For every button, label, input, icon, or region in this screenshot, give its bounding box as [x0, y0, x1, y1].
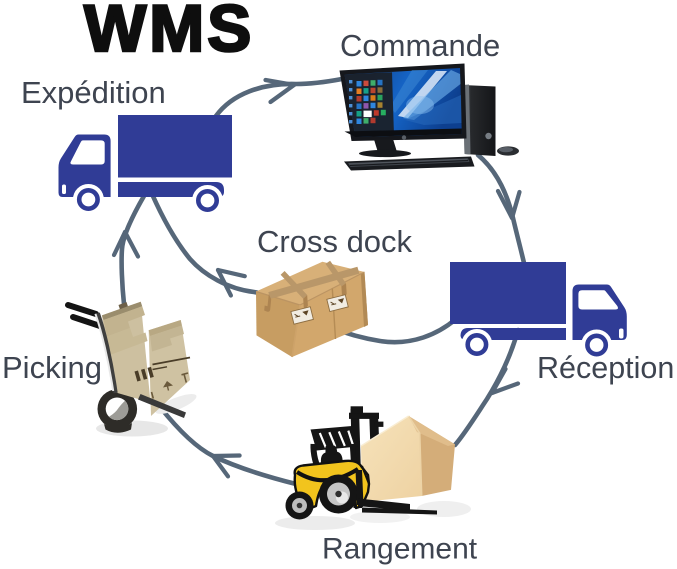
- svg-text:Réception: Réception: [537, 351, 674, 385]
- svg-text:WMS: WMS: [84, 0, 254, 65]
- svg-text:Picking: Picking: [2, 350, 102, 385]
- svg-text:Cross dock: Cross dock: [257, 224, 413, 259]
- svg-text:Expédition: Expédition: [21, 75, 166, 110]
- svg-text:Rangement: Rangement: [322, 533, 478, 566]
- svg-text:Commande: Commande: [340, 28, 500, 63]
